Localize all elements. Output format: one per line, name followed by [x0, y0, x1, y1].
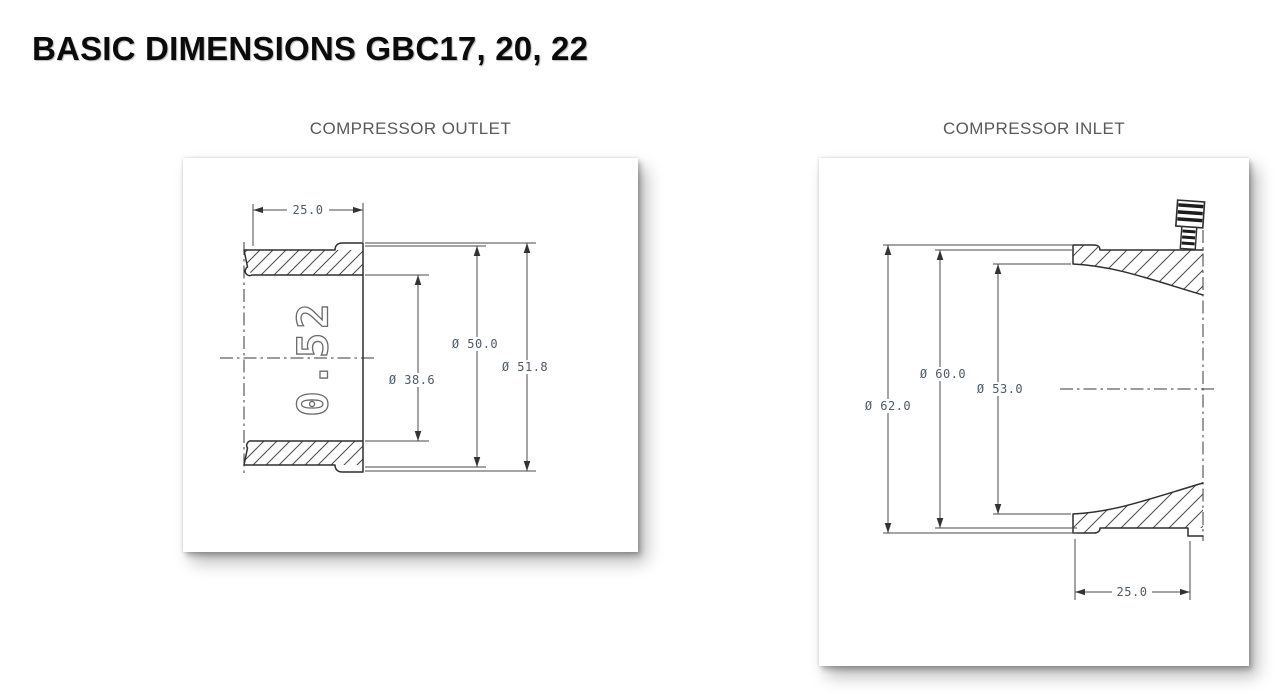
outlet-part-outline — [243, 242, 364, 473]
inlet-dim-bore-label: Ø 53.0 — [977, 382, 1023, 396]
inlet-drawing: Ø 62.0 Ø 60.0 Ø 53.0 — [861, 199, 1217, 600]
outlet-drawing: 0.52 25.0 Ø 38.6 — [220, 203, 552, 475]
inlet-dim-flange-label: Ø 62.0 — [865, 399, 911, 413]
page-title: BASIC DIMENSIONS GBC17, 20, 22 — [32, 30, 589, 68]
outlet-figure-title: COMPRESSOR OUTLET — [309, 119, 512, 138]
inlet-dim-bore: Ø 53.0 — [973, 263, 1071, 515]
inlet-figure-title: COMPRESSOR INLET — [942, 119, 1126, 138]
outlet-dim-bore-label: Ø 38.6 — [389, 373, 435, 387]
inlet-part-outline — [1072, 244, 1204, 537]
outlet-dim-outer: Ø 50.0 — [365, 245, 502, 468]
outlet-dim-bead: Ø 51.8 — [365, 242, 552, 472]
outlet-drawing-panel: 0.52 25.0 Ø 38.6 — [183, 158, 638, 552]
outlet-dim-outer-label: Ø 50.0 — [452, 337, 498, 351]
inlet-dim-outer: Ø 60.0 — [916, 249, 1077, 529]
outlet-top-wall-hatch — [244, 250, 363, 275]
inlet-top-wall-hatch — [1073, 245, 1203, 295]
outlet-dim-length: 25.0 — [252, 203, 364, 246]
outlet-dim-bore: Ø 38.6 — [365, 274, 439, 442]
inlet-dim-outer-label: Ø 60.0 — [920, 367, 966, 381]
outlet-part-marking: 0.52 — [289, 299, 338, 416]
outlet-bottom-wall-hatch — [244, 441, 363, 465]
inlet-fitting — [1174, 199, 1206, 251]
inlet-dim-length: 25.0 — [1074, 539, 1191, 600]
inlet-drawing-panel: Ø 62.0 Ø 60.0 Ø 53.0 — [819, 158, 1249, 666]
outlet-dim-length-label: 25.0 — [293, 203, 324, 217]
inlet-dim-length-label: 25.0 — [1117, 585, 1148, 599]
inlet-bottom-wall-hatch — [1073, 483, 1203, 533]
inlet-dim-flange: Ø 62.0 — [861, 244, 1077, 534]
outlet-dim-bead-label: Ø 51.8 — [502, 360, 548, 374]
